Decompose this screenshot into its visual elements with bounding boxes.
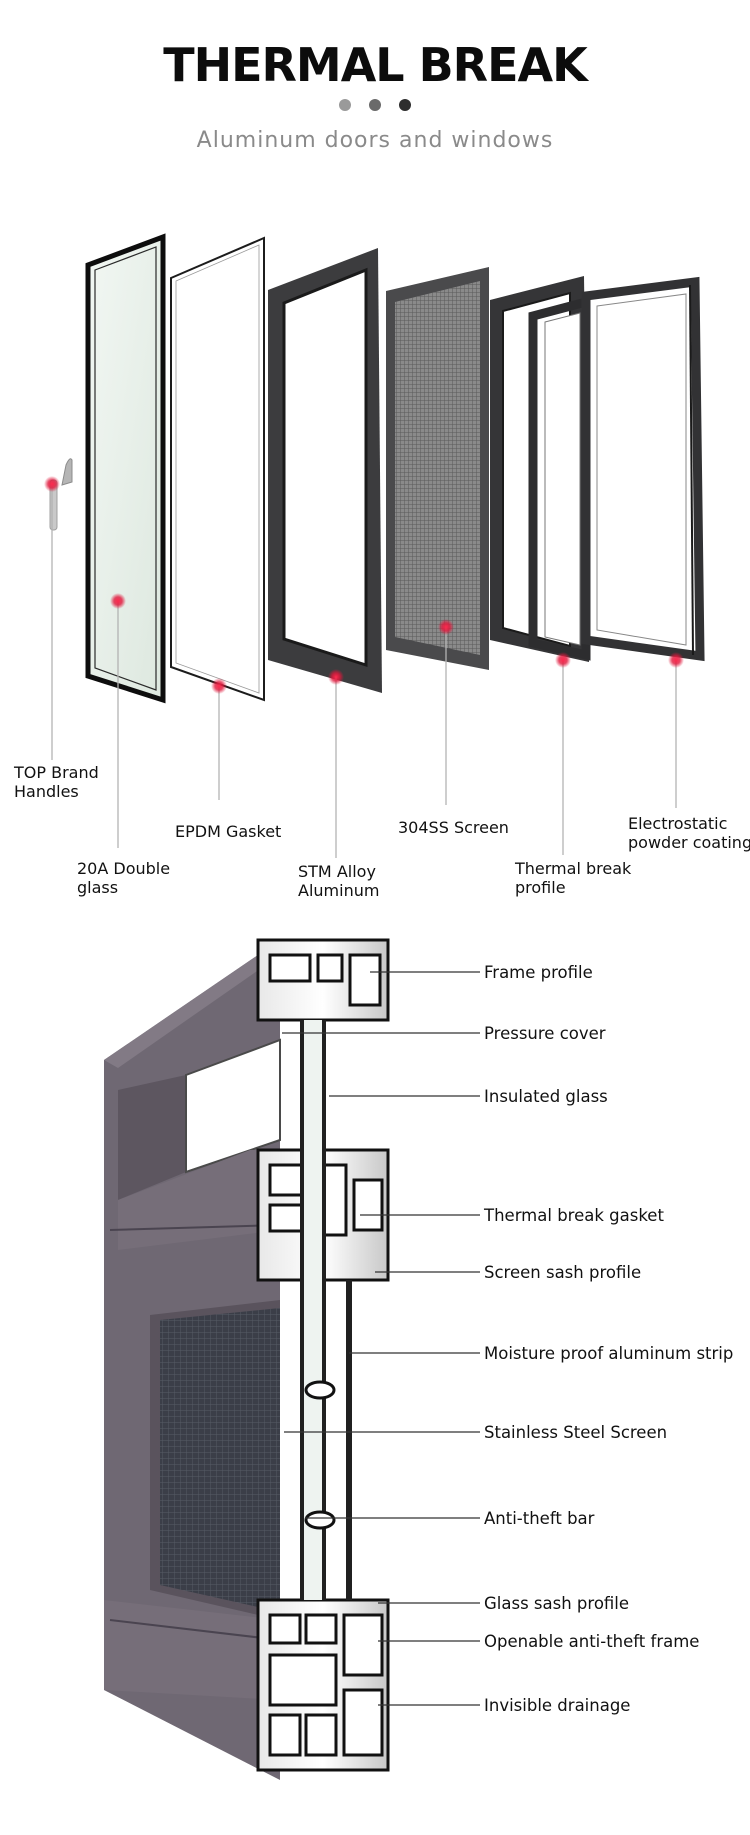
section-view-diagram: Frame profile Pressure cover Insulated g… <box>104 938 733 1780</box>
callout-thermal-break-gasket: Thermal break gasket <box>483 1206 664 1225</box>
marker-screen <box>438 619 454 635</box>
marker-dots <box>44 476 684 694</box>
marker-coating <box>668 652 684 668</box>
callout-frame-profile: Frame profile <box>484 963 593 982</box>
section-leader-lines <box>282 971 480 1706</box>
stainless-screen-part <box>386 267 489 670</box>
epdm-gasket-part <box>170 236 265 702</box>
marker-thermal <box>555 652 571 668</box>
decorative-dots <box>0 98 750 116</box>
thermal-break-part <box>490 276 591 662</box>
coated-frame-part <box>581 276 705 662</box>
label-screen: 304SS Screen <box>398 818 509 837</box>
marker-glass <box>110 593 126 609</box>
handle-part <box>49 458 73 531</box>
marker-handle <box>44 476 60 492</box>
callout-anti-theft-bar: Anti-theft bar <box>484 1509 595 1528</box>
callout-insulated-glass: Insulated glass <box>484 1087 608 1106</box>
callout-screen-sash-profile: Screen sash profile <box>484 1263 641 1282</box>
dot-dark <box>399 99 412 111</box>
callout-invisible-drainage: Invisible drainage <box>484 1696 630 1715</box>
double-glass-part <box>85 233 166 704</box>
frame-body <box>104 940 281 1780</box>
label-epdm-gasket: EPDM Gasket <box>175 822 281 841</box>
dot-medium <box>369 99 381 111</box>
callout-moisture-strip: Moisture proof aluminum strip <box>484 1344 733 1363</box>
exploded-leader-lines <box>51 484 677 858</box>
callout-anti-theft-frame: Openable anti-theft frame <box>484 1632 699 1651</box>
callout-stainless-screen: Stainless Steel Screen <box>484 1423 667 1442</box>
alloy-frame-part <box>268 248 382 693</box>
marker-gasket <box>211 678 227 694</box>
callout-pressure-cover: Pressure cover <box>484 1024 606 1043</box>
glass-panes <box>300 1020 352 1600</box>
profile-cross-sections <box>256 938 390 1772</box>
header: THERMAL BREAK Aluminum doors and windows <box>0 0 750 180</box>
dot-light <box>338 99 351 111</box>
marker-alloy <box>328 669 344 685</box>
page-title: THERMAL BREAK <box>163 38 588 92</box>
callout-glass-sash-profile: Glass sash profile <box>484 1594 629 1613</box>
page-subtitle: Aluminum doors and windows <box>196 128 554 153</box>
